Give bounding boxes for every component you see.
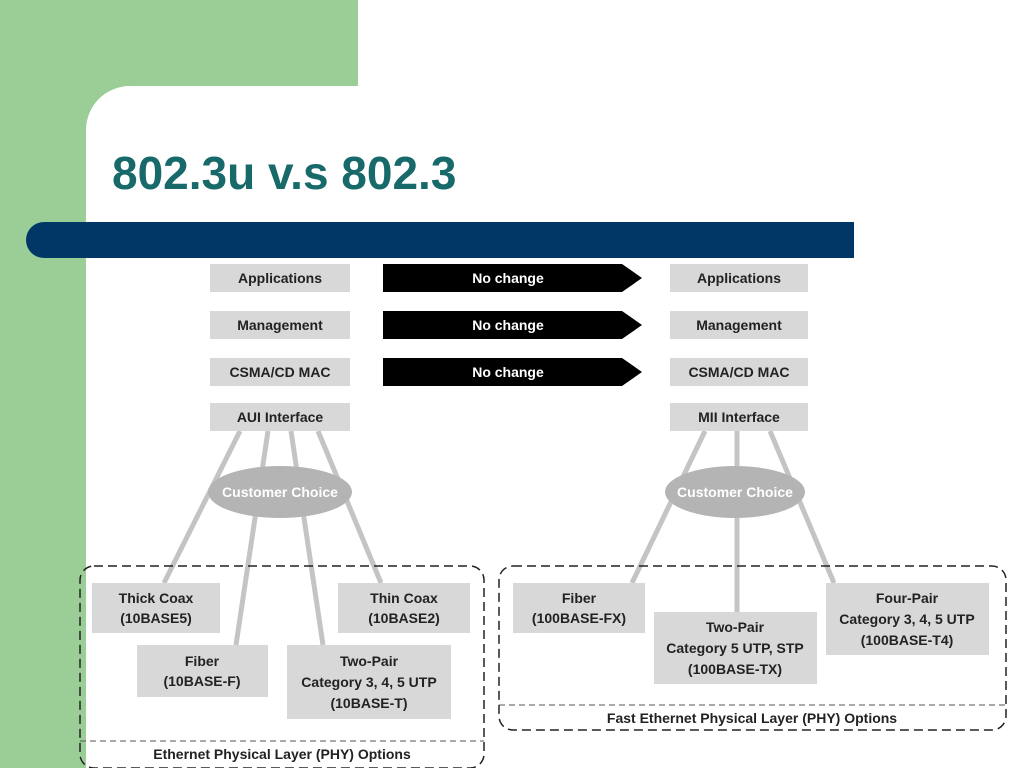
four-pair-100base-box <box>826 583 989 655</box>
fiber-10base-line1: Fiber <box>185 653 220 669</box>
right-applications-label: Applications <box>697 270 781 286</box>
left-customer-choice-ellipse <box>208 466 352 518</box>
left-mac-box <box>210 358 350 386</box>
four-pair-100base-line3: (100BASE-T4) <box>861 632 954 648</box>
right-management-label: Management <box>696 317 782 333</box>
right-mac-label: CSMA/CD MAC <box>688 364 789 380</box>
fiber-10base-line2: (10BASE-F) <box>163 673 240 689</box>
thin-coax-line2: (10BASE2) <box>368 610 440 626</box>
left-phy-options: Thick Coax (10BASE5) Thin Coax (10BASE2)… <box>92 583 470 719</box>
left-interface-box <box>210 403 350 431</box>
two-pair-100base-line3: (100BASE-TX) <box>688 661 782 677</box>
background-green-strip <box>0 256 78 768</box>
right-phy-caption: Fast Ethernet Physical Layer (PHY) Optio… <box>607 710 897 726</box>
left-phy-caption: Ethernet Physical Layer (PHY) Options <box>153 746 411 762</box>
thick-coax-line2: (10BASE5) <box>120 610 192 626</box>
fiber-100base-box <box>513 583 645 633</box>
fiber-100base-line1: Fiber <box>562 590 597 606</box>
arrow-management <box>383 311 642 339</box>
right-applications-box <box>670 264 808 292</box>
fiber-100base-line2: (100BASE-FX) <box>532 610 626 626</box>
two-pair-10base-line3: (10BASE-T) <box>330 695 407 711</box>
thin-coax-box <box>338 583 470 633</box>
left-protocol-stack: Applications Management CSMA/CD MAC AUI … <box>210 264 350 431</box>
four-pair-100base-line2: Category 3, 4, 5 UTP <box>839 611 974 627</box>
left-management-label: Management <box>237 317 323 333</box>
four-pair-100base-line1: Four-Pair <box>876 590 939 606</box>
left-interface-label: AUI Interface <box>237 409 324 425</box>
slide-title: 802.3u v.s 802.3 <box>112 147 457 199</box>
right-interface-label: MII Interface <box>698 409 780 425</box>
two-pair-10base-line1: Two-Pair <box>340 653 399 669</box>
fiber-10base-box <box>137 645 268 697</box>
left-mac-label: CSMA/CD MAC <box>229 364 330 380</box>
left-connector-lines <box>161 429 384 646</box>
right-mac-box <box>670 358 808 386</box>
right-customer-choice-label: Customer Choice <box>677 484 793 500</box>
arrow-mac <box>383 358 642 386</box>
two-pair-100base-box <box>654 612 817 684</box>
left-applications-box <box>210 264 350 292</box>
right-connector-lines <box>629 429 837 612</box>
two-pair-10base-box <box>287 645 451 719</box>
thick-coax-line1: Thick Coax <box>119 590 194 606</box>
no-change-arrows: No change No change No change <box>383 264 642 386</box>
two-pair-10base-line2: Category 3, 4, 5 UTP <box>301 674 436 690</box>
left-management-box <box>210 311 350 339</box>
right-phy-group <box>498 565 1007 731</box>
right-interface-box <box>670 403 808 431</box>
arrow-applications-label: No change <box>472 270 544 286</box>
two-pair-100base-line1: Two-Pair <box>706 619 765 635</box>
thick-coax-box <box>92 583 220 633</box>
left-customer-choice-label: Customer Choice <box>222 484 338 500</box>
arrow-applications <box>383 264 642 292</box>
right-protocol-stack: Applications Management CSMA/CD MAC MII … <box>670 264 808 431</box>
arrow-mac-label: No change <box>472 364 544 380</box>
left-applications-label: Applications <box>238 270 322 286</box>
arrow-management-label: No change <box>472 317 544 333</box>
right-management-box <box>670 311 808 339</box>
right-phy-options: Fiber (100BASE-FX) Two-Pair Category 5 U… <box>513 583 989 684</box>
title-underline-bar <box>26 222 854 258</box>
right-customer-choice-ellipse <box>665 466 805 518</box>
thin-coax-line1: Thin Coax <box>370 590 438 606</box>
left-phy-group <box>79 565 485 768</box>
two-pair-100base-line2: Category 5 UTP, STP <box>666 640 803 656</box>
